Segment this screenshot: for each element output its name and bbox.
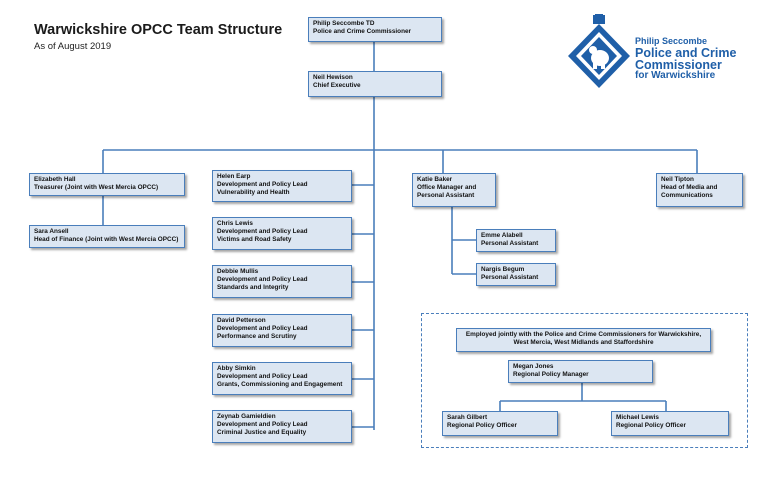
joint-employment-note: Employed jointly with the Police and Cri… [456, 328, 711, 352]
node-nargis-begum: Nargis Begum Personal Assistant [476, 263, 556, 286]
node-neil-tipton: Neil Tipton Head of Media and Communicat… [656, 173, 743, 207]
node-sarah-gilbert: Sarah Gilbert Regional Policy Officer [442, 411, 558, 436]
node-katie-baker: Katie Baker Office Manager and Personal … [412, 173, 496, 207]
node-michael-lewis: Michael Lewis Regional Policy Officer [611, 411, 729, 436]
pcc-logo: Philip Seccombe Police and Crime Commiss… [564, 14, 744, 90]
node-abby-simkin: Abby Simkin Development and Policy Lead … [212, 362, 352, 395]
logo-line-2: Police and Crime [635, 46, 737, 60]
node-emme-alabell: Emme Alabell Personal Assistant [476, 229, 556, 252]
node-debbie-mullis: Debbie Mullis Development and Policy Lea… [212, 265, 352, 298]
regional-team-group [421, 313, 748, 448]
node-head-of-finance: Sara Ansell Head of Finance (Joint with … [29, 225, 185, 248]
crown-shield-icon [568, 14, 630, 88]
node-pcc: Philip Seccombe TD Police and Crime Comm… [308, 17, 442, 42]
node-chris-lewis: Chris Lewis Development and Policy Lead … [212, 217, 352, 250]
page-subtitle: As of August 2019 [34, 41, 112, 52]
node-megan-jones: Megan Jones Regional Policy Manager [508, 360, 653, 383]
logo-name: Philip Seccombe [635, 36, 708, 46]
logo-line-3: Commissioner [635, 58, 722, 72]
node-zeynab-gamieldien: Zeynab Gamieldien Development and Policy… [212, 410, 352, 443]
node-helen-earp: Helen Earp Development and Policy Lead V… [212, 170, 352, 202]
node-david-petterson: David Petterson Development and Policy L… [212, 314, 352, 347]
node-treasurer: Elizabeth Hall Treasurer (Joint with Wes… [29, 173, 185, 196]
node-chief-executive: Neil Hewison Chief Executive [308, 71, 442, 97]
logo-line-4: for Warwickshire [635, 70, 716, 81]
page-title: Warwickshire OPCC Team Structure [34, 22, 283, 38]
